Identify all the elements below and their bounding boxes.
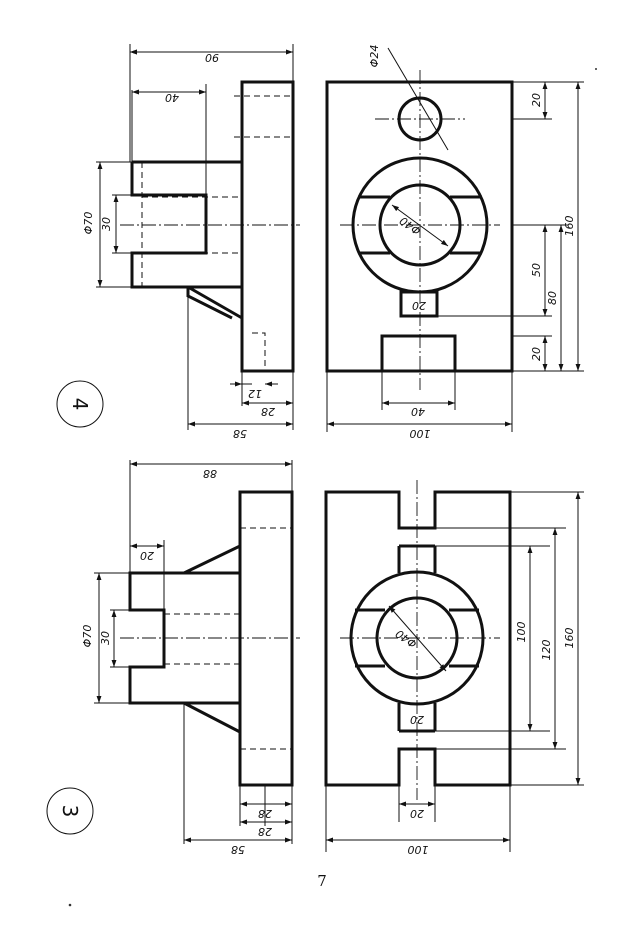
svg-text:40: 40 — [165, 91, 179, 104]
svg-text:28: 28 — [258, 825, 272, 838]
drawing-3: 3 88 20 — [46, 460, 584, 856]
speck — [68, 903, 72, 907]
svg-text:Φ40: Φ40 — [393, 627, 419, 651]
drawing-label-4: 4 — [56, 380, 104, 428]
svg-text:12: 12 — [248, 387, 262, 400]
svg-text:40: 40 — [411, 405, 425, 418]
svg-text:88: 88 — [203, 467, 217, 480]
svg-text:20: 20 — [410, 807, 424, 820]
svg-text:30: 30 — [100, 217, 113, 231]
svg-text:90: 90 — [205, 51, 219, 64]
svg-text:20: 20 — [140, 549, 154, 562]
svg-text:120: 120 — [540, 640, 553, 661]
svg-text:100: 100 — [410, 427, 431, 440]
svg-text:58: 58 — [231, 843, 245, 856]
svg-text:50: 50 — [530, 263, 543, 277]
dimensions-3: 88 20 Φ70 30 28 28 58 Φ40 20 100 120 — [81, 460, 584, 856]
svg-text:100: 100 — [515, 622, 528, 643]
svg-text:3: 3 — [58, 805, 82, 818]
side-view-4 — [120, 80, 300, 373]
svg-text:20: 20 — [412, 299, 426, 312]
svg-text:28: 28 — [258, 807, 272, 820]
dimensions-4: 90 40 Φ70 30 12 28 58 Φ24 Φ40 20 — [82, 44, 584, 440]
drawing-4: 4 90 40 — [56, 44, 584, 440]
svg-text:20: 20 — [530, 347, 543, 361]
svg-text:160: 160 — [563, 216, 576, 237]
svg-text:Φ70: Φ70 — [81, 625, 94, 648]
svg-text:160: 160 — [563, 628, 576, 649]
svg-text:Φ40: Φ40 — [397, 214, 423, 238]
svg-text:Φ24: Φ24 — [368, 45, 381, 68]
svg-text:Φ70: Φ70 — [82, 212, 95, 235]
speck — [595, 68, 597, 70]
svg-text:4: 4 — [68, 398, 92, 411]
svg-text:20: 20 — [410, 713, 424, 726]
svg-text:28: 28 — [261, 405, 275, 418]
svg-text:100: 100 — [408, 843, 429, 856]
svg-text:58: 58 — [233, 427, 247, 440]
svg-text:30: 30 — [99, 631, 112, 645]
side-view-3 — [120, 490, 300, 787]
drawing-label-3: 3 — [46, 787, 94, 835]
svg-text:80: 80 — [546, 291, 559, 305]
page-number: 7 — [317, 872, 327, 890]
svg-text:20: 20 — [530, 93, 543, 107]
